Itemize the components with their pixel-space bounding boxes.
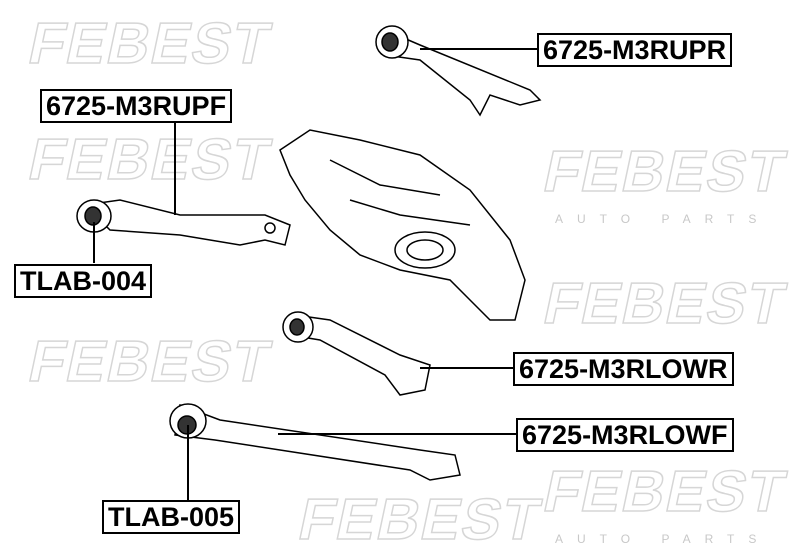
part-label-tlab-005: TLAB-005 [102,500,241,534]
lower-rear-arm [282,311,431,396]
upper-rear-arm [375,25,542,117]
part-label-6725-m3rupr: 6725-M3RUPR [537,33,733,67]
part-label-6725-m3rupf: 6725-M3RUPF [40,89,233,123]
lower-front-arm [169,403,461,481]
knuckle-subframe [279,129,526,321]
watermark-sub: AUTO PARTS [555,212,771,226]
leader-lines [93,48,537,500]
watermark-sub: AUTO PARTS [555,532,771,546]
part-label-6725-m3rlowf: 6725-M3RLOWF [516,418,734,452]
upper-front-arm [76,199,291,246]
part-label-6725-m3rlowr: 6725-M3RLOWR [513,352,734,386]
part-label-tlab-004: TLAB-004 [14,264,153,298]
